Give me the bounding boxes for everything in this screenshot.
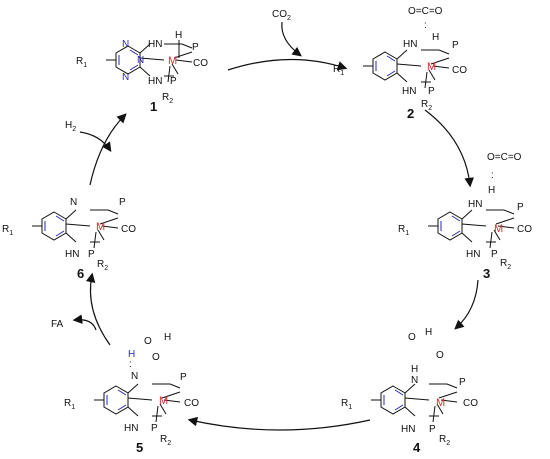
dotted-interaction: :	[491, 170, 494, 181]
nh-top-label: N	[411, 375, 418, 386]
nh-h-label: H	[128, 349, 135, 360]
fa-product-label: FA	[51, 319, 64, 330]
formate-o-bound: O	[436, 350, 444, 361]
dotted-interaction: :	[129, 359, 132, 370]
metal-center: M	[427, 61, 436, 73]
ring-n-bottom: N	[122, 72, 129, 83]
complex-3: R1 O=C=O : H HN P M CO HN P R2 3	[398, 152, 532, 281]
compound-number-3: 3	[483, 266, 490, 281]
ring-n-right: N	[137, 55, 144, 66]
carbonyl-label: CO	[463, 398, 478, 409]
phosphine-bottom: P	[428, 86, 435, 97]
formate-h: H	[164, 332, 171, 343]
hydride-label: H	[432, 32, 439, 43]
formate-o-top: O	[408, 332, 416, 343]
nh-top-label: HN	[468, 199, 482, 210]
compound-number-1: 1	[150, 99, 157, 114]
arrow-1-to-2	[227, 58, 348, 71]
arrow-h2-input	[79, 131, 112, 152]
r1-label: R1	[2, 224, 13, 237]
arrow-2-to-3	[424, 109, 474, 188]
carbonyl-label: CO	[452, 65, 467, 76]
complex-2: R1 O=C=O : HN H P M CO HN P R2 2	[333, 6, 467, 121]
complex-4: R1 O H O H N P M CO HN P R2 4	[341, 327, 478, 455]
phosphine-top: P	[180, 372, 187, 383]
r1-label: R1	[64, 398, 75, 411]
phosphine-top: P	[517, 202, 524, 213]
metal-center: M	[159, 395, 168, 407]
r1-label: R1	[398, 224, 409, 237]
phosphine-bottom: P	[429, 424, 436, 435]
r2-label: R2	[439, 434, 450, 447]
phosphine-top: P	[459, 377, 466, 388]
formate-o-top: O	[144, 336, 152, 347]
complex-5: R1 O H O H : N P M CO HN P R2 5	[64, 332, 199, 455]
nh-bottom-label: HN	[124, 423, 138, 434]
compound-number-6: 6	[77, 266, 84, 281]
compound-number-4: 4	[413, 440, 421, 455]
metal-center: M	[436, 397, 445, 409]
phosphine-top: P	[452, 40, 459, 51]
imine-n-label: N	[70, 197, 77, 208]
metal-center: M	[494, 223, 503, 235]
nh-bottom-label: HN	[466, 249, 480, 260]
phosphine-bottom: P	[88, 249, 95, 260]
formate-o-bound: O	[152, 352, 160, 363]
r2-label: R2	[162, 92, 173, 105]
h2-reagent-label: H2	[65, 120, 76, 133]
arrow-3-to-4	[454, 279, 479, 330]
arrow-co2-input	[281, 21, 302, 57]
arrow-4-to-5	[187, 416, 371, 431]
r2-label: R2	[97, 259, 108, 272]
nh-h-label: H	[411, 364, 418, 375]
co2-ligand-label: O=C=O	[487, 152, 522, 163]
nh-bottom-label: HN	[402, 86, 416, 97]
r2-label: R2	[160, 434, 171, 447]
phosphine-top: P	[119, 197, 126, 208]
complex-1: R1 N N N HN H P M CO HN P R2 1	[76, 30, 208, 114]
compound-number-5: 5	[136, 440, 143, 455]
carbonyl-label: CO	[121, 224, 136, 235]
formate-h: H	[425, 327, 432, 338]
ring-n-top: N	[122, 39, 129, 50]
r2-label: R2	[500, 258, 511, 271]
carbonyl-label: CO	[184, 398, 199, 409]
arrow-6-to-1	[89, 113, 127, 186]
phosphine-bottom: P	[170, 76, 177, 87]
carbonyl-label: CO	[517, 224, 532, 235]
arrow-5-to-6	[85, 272, 111, 346]
r1-label: R1	[341, 398, 352, 411]
phosphine-bottom: P	[151, 423, 158, 434]
dotted-interaction: :	[424, 20, 427, 31]
co2-reagent-label: CO2	[272, 9, 291, 22]
compound-number-2: 2	[407, 106, 414, 121]
hydride-label: H	[175, 30, 182, 41]
nh-top-label: HN	[403, 39, 417, 50]
complex-6: R1 N P M CO HN P R2 6	[2, 197, 136, 281]
r2-label: R2	[421, 99, 432, 112]
hydride-label: H	[488, 185, 495, 196]
carbonyl-label: CO	[193, 58, 208, 69]
arrow-fa-output	[72, 314, 97, 331]
phosphine-bottom: P	[491, 249, 498, 260]
co2-ligand-label: O=C=O	[408, 6, 443, 17]
nh-bottom-label: HN	[65, 249, 79, 260]
metal-center: M	[96, 221, 105, 233]
nh-bottom-label: HN	[148, 76, 162, 87]
nh-top-label: N	[131, 371, 138, 382]
r1-label: R1	[333, 64, 344, 77]
nh-bottom-label: HN	[401, 424, 415, 435]
phosphine-top: P	[192, 42, 199, 53]
r1-label: R1	[76, 56, 87, 69]
metal-center: M	[168, 55, 177, 67]
nh-top-label: HN	[148, 39, 162, 50]
